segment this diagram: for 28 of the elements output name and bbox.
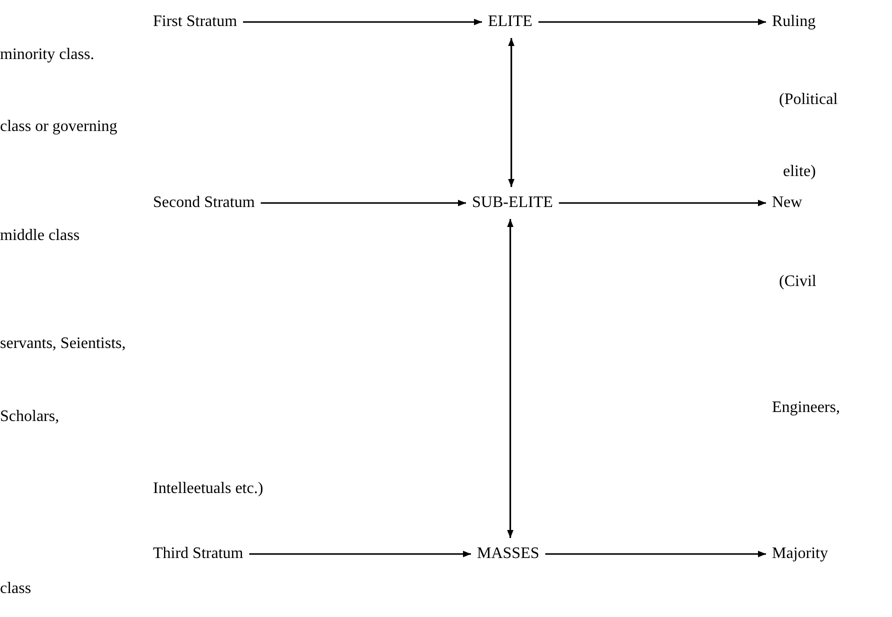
arrow xyxy=(545,550,766,558)
note-text: elite) xyxy=(783,162,816,182)
stratum-label: ELITE xyxy=(488,12,532,32)
arrow xyxy=(507,219,514,538)
note-text: middle class xyxy=(0,226,80,246)
stratum-label: Majority xyxy=(772,544,828,564)
stratum-label: SUB-ELITE xyxy=(472,193,553,213)
stratum-label: Second Stratum xyxy=(153,193,255,213)
note-text: class or governing xyxy=(0,117,118,137)
arrow xyxy=(508,38,515,187)
arrow xyxy=(558,200,766,206)
note-text: class xyxy=(0,579,32,599)
note-text: Scholars, xyxy=(0,407,60,427)
note-text: minority class. xyxy=(0,45,94,65)
stratum-label: MASSES xyxy=(477,544,540,564)
arrow xyxy=(538,18,766,26)
note-text: Intelleetuals etc.) xyxy=(153,479,264,499)
note-text: (Political xyxy=(779,90,838,110)
note-text: servants, Seientists, xyxy=(0,334,126,354)
stratum-label: First Stratum xyxy=(153,12,238,32)
arrow xyxy=(243,18,482,26)
arrow xyxy=(260,200,466,206)
note-text: (Civil xyxy=(779,272,816,292)
note-text: Engineers, xyxy=(772,398,840,418)
stratum-label: New xyxy=(772,193,802,213)
stratum-label: Ruling xyxy=(772,12,816,32)
arrow xyxy=(249,550,471,558)
stratum-label: Third Stratum xyxy=(153,544,244,564)
